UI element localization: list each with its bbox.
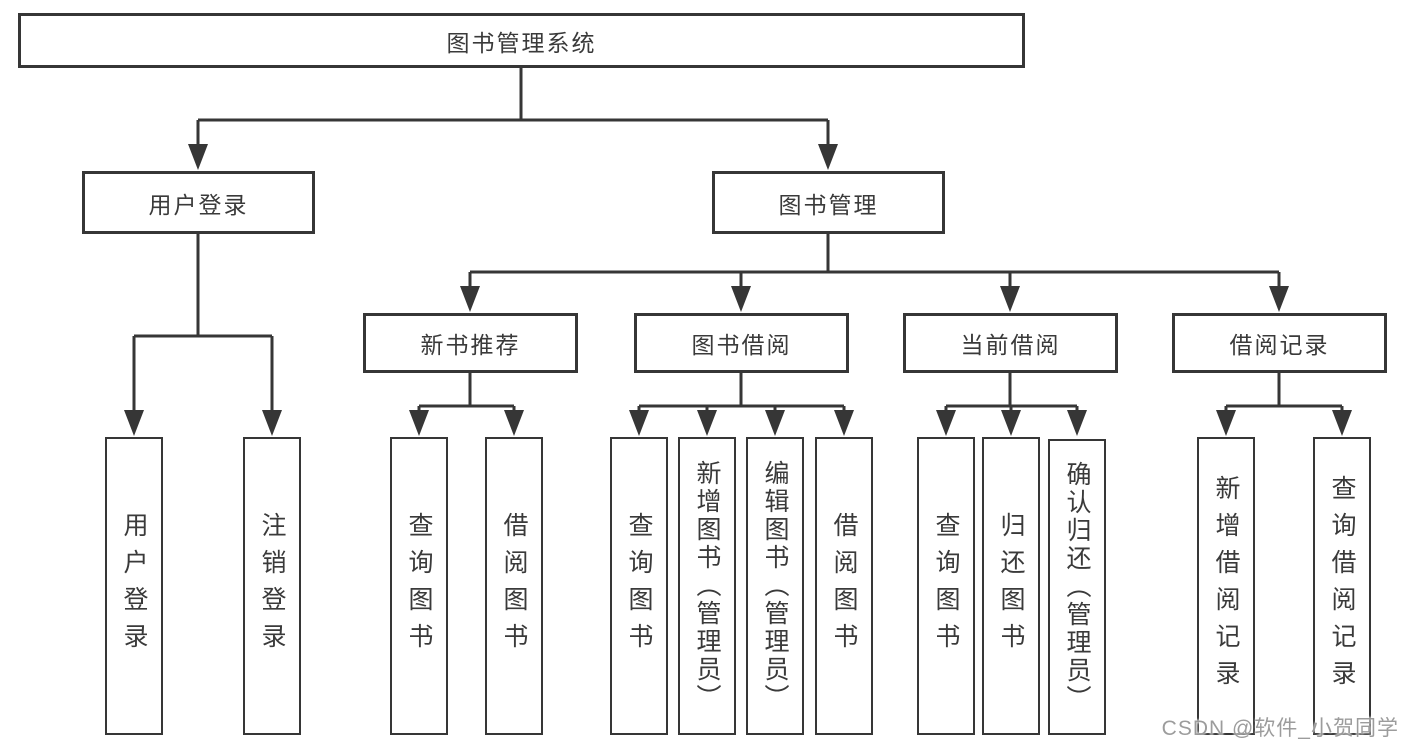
- watermark: CSDN @软件_小贺同学: [1161, 717, 1399, 740]
- node-book-management: 图书管理: [712, 171, 945, 234]
- node-new-book-recommend: 新书推荐: [363, 313, 578, 373]
- leaf-recommend-query-books: 查询图书: [390, 437, 448, 735]
- leaf-records-query-borrow-record: 查询借阅记录: [1313, 437, 1371, 735]
- leaf-borrow-add-books-admin: 新增图书（管理员）: [678, 437, 736, 735]
- leaf-borrow-query-books: 查询图书: [610, 437, 668, 735]
- node-root: 图书管理系统: [18, 13, 1025, 68]
- node-current-borrowing: 当前借阅: [903, 313, 1118, 373]
- leaf-borrow-borrow-books: 借阅图书: [815, 437, 873, 735]
- leaf-current-return-books: 归还图书: [982, 437, 1040, 735]
- leaf-user-login: 用户登录: [105, 437, 163, 735]
- leaf-current-confirm-return-admin: 确认归还（管理员）: [1048, 439, 1106, 735]
- node-book-borrowing: 图书借阅: [634, 313, 849, 373]
- leaf-logout: 注销登录: [243, 437, 301, 735]
- leaf-recommend-borrow-books: 借阅图书: [485, 437, 543, 735]
- leaf-records-add-borrow-record: 新增借阅记录: [1197, 437, 1255, 735]
- arrowheads: [124, 144, 1352, 436]
- node-borrow-records: 借阅记录: [1172, 313, 1387, 373]
- node-user-login: 用户登录: [82, 171, 315, 234]
- leaf-current-query-books: 查询图书: [917, 437, 975, 735]
- leaf-borrow-edit-books-admin: 编辑图书（管理员）: [746, 437, 804, 735]
